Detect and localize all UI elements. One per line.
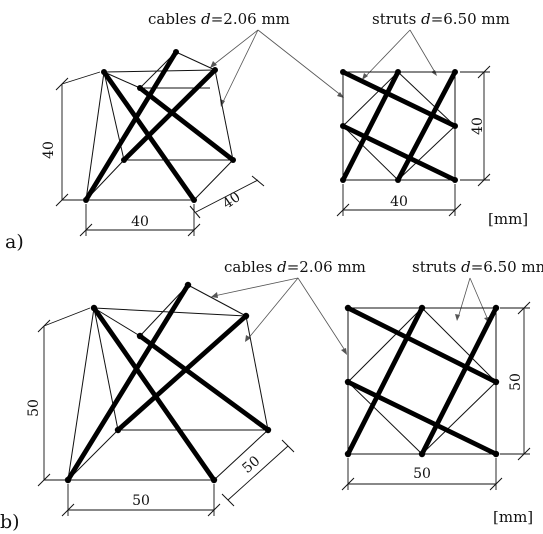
struts-label-b: struts d=6.50 mm xyxy=(412,258,543,276)
panel-label-a: a) xyxy=(5,231,24,253)
unit-label-a: [mm] xyxy=(488,210,528,228)
dim-depth-b: 50 xyxy=(239,453,263,477)
dimensions-3d-b: 50 50 50 xyxy=(26,307,295,517)
dim-plan-width-b: 50 xyxy=(413,466,431,482)
leader-lines-b xyxy=(211,277,489,355)
unit-label-b: [mm] xyxy=(493,508,533,526)
dimensions-3d-a: 40 40 40 xyxy=(41,71,265,237)
figure-b: cables d=2.06 mm struts d=6.50 mm xyxy=(0,258,543,533)
dim-plan-width-a: 40 xyxy=(390,194,408,210)
figure-a: cables d=2.06 mm struts d=6.50 mm xyxy=(5,10,528,253)
tensegrity-3d-b xyxy=(64,281,272,484)
dim-plan-height-b: 50 xyxy=(508,373,524,391)
cables-label-b: cables d=2.06 mm xyxy=(224,258,366,276)
dim-width-b: 50 xyxy=(132,493,150,509)
leader-lines-a xyxy=(210,29,437,107)
dim-plan-height-a: 40 xyxy=(470,117,486,135)
dimensions-plan-a: 40 40 xyxy=(336,65,491,217)
struts-label-a: struts d=6.50 mm xyxy=(372,10,510,28)
panel-label-b: b) xyxy=(0,511,20,533)
tensegrity-plan-a xyxy=(340,69,458,183)
tensegrity-plan-b xyxy=(344,304,500,458)
dim-height-b: 50 xyxy=(26,399,42,417)
dim-height-a: 40 xyxy=(41,141,57,159)
dimensions-plan-b: 50 50 xyxy=(341,301,531,491)
dim-width-a: 40 xyxy=(131,214,149,230)
tensegrity-3d-a xyxy=(83,49,236,203)
cables-label-a: cables d=2.06 mm xyxy=(148,10,290,28)
dim-depth-a: 40 xyxy=(220,189,244,212)
